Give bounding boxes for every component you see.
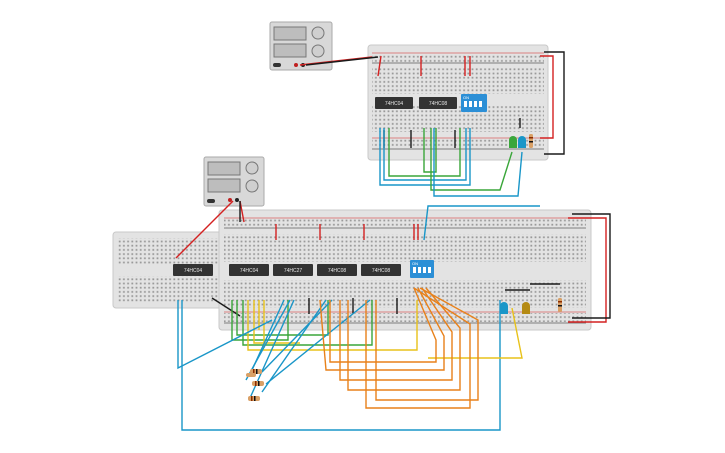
chip-label: 74HC08	[372, 268, 391, 274]
resistor-icon[interactable]	[248, 396, 260, 401]
bottom-chip-1[interactable]: 74HC04	[229, 264, 269, 276]
chip-label: 74HC27	[284, 268, 303, 274]
bottom-chip-4[interactable]: 74HC08	[361, 264, 401, 276]
left-chip-1[interactable]: 74HC04	[173, 264, 213, 276]
bottom-wires	[175, 200, 611, 431]
chip-label: 74HC08	[429, 101, 448, 107]
current-knob-icon[interactable]	[245, 179, 259, 193]
loose-resistors[interactable]	[246, 369, 264, 401]
current-knob-icon[interactable]	[311, 44, 325, 58]
dip-switch-label: ON	[463, 95, 469, 100]
resistor-icon[interactable]	[252, 381, 264, 386]
resistor-icon[interactable]	[250, 369, 262, 374]
bottom-chip-3[interactable]: 74HC08	[317, 264, 357, 276]
chip-label: 74HC04	[240, 268, 259, 274]
top-led-green[interactable]	[509, 136, 517, 148]
top-breadboard[interactable]	[367, 44, 549, 161]
voltage-knob-icon[interactable]	[245, 161, 259, 175]
voltage-knob-icon[interactable]	[311, 26, 325, 40]
top-led-blue[interactable]	[518, 136, 526, 148]
resistor-icon[interactable]	[246, 373, 256, 377]
bottom-led-blue[interactable]	[500, 302, 508, 314]
chip-label: 74HC08	[328, 268, 347, 274]
bottom-breadboard[interactable]	[218, 209, 592, 331]
bottom-chip-2[interactable]: 74HC27	[273, 264, 313, 276]
chip-label: 74HC04	[184, 268, 203, 274]
top-chip-2[interactable]: 74HC08	[419, 97, 457, 109]
bottom-resistor[interactable]	[558, 298, 562, 312]
top-wires	[299, 51, 565, 197]
top-power-supply[interactable]	[269, 21, 333, 71]
bottom-dip-switch[interactable]: ON	[410, 260, 434, 278]
top-dip-switch[interactable]: ON	[461, 94, 487, 112]
left-breadboard[interactable]	[112, 231, 226, 309]
dip-switch-label: ON	[412, 261, 418, 266]
bottom-led-yellow[interactable]	[522, 302, 530, 314]
top-resistor[interactable]	[529, 134, 533, 148]
top-chip-1[interactable]: 74HC04	[375, 97, 413, 109]
chip-label: 74HC04	[385, 101, 404, 107]
bottom-power-supply[interactable]	[203, 156, 265, 207]
